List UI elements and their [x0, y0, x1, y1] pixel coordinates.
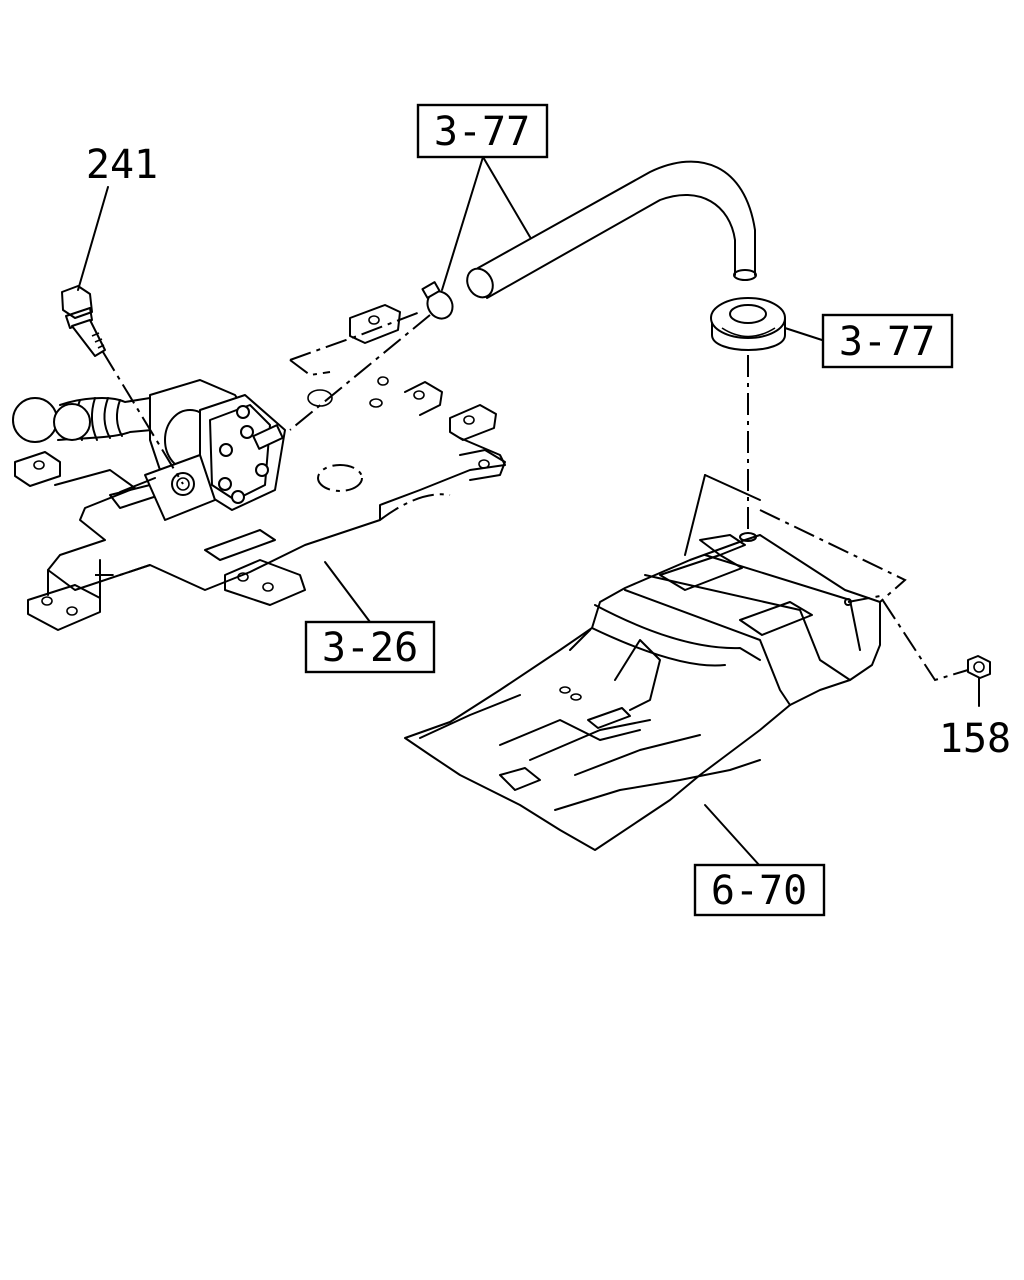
callout-bolt-label: 241 [86, 142, 158, 188]
fuel-pump-assembly [12, 379, 286, 521]
callout-bracket-label: 3-26 [322, 625, 418, 671]
callout-hose-top-label: 3-77 [434, 109, 530, 155]
leader-lines [77, 156, 980, 867]
nut [967, 655, 991, 679]
callout-bracket: 3-26 [304, 620, 436, 674]
hose-clamp [421, 281, 454, 320]
callout-hose-top: 3-77 [416, 103, 549, 159]
floor-panel [404, 474, 907, 851]
mounting-bracket [14, 304, 506, 631]
callout-grommet: 3-77 [821, 313, 954, 369]
grommet [710, 297, 786, 351]
callout-floor-panel: 6-70 [693, 863, 826, 917]
callout-floor-panel-label: 6-70 [711, 868, 807, 914]
hose [466, 160, 757, 299]
callout-grommet-label: 3-77 [839, 319, 935, 365]
callout-nut-label: 158 [939, 716, 1011, 762]
bolt [61, 285, 106, 357]
